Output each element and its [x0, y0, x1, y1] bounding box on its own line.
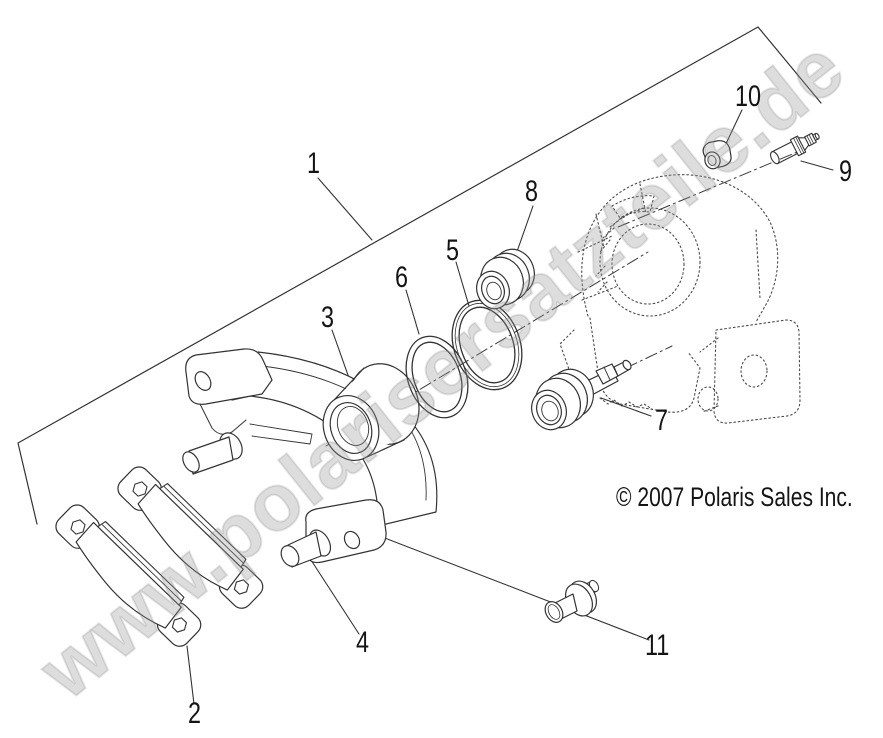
callout-8: 8: [525, 175, 539, 208]
mount-bolt-boot: [531, 359, 632, 431]
bleeder-screw: [770, 132, 820, 165]
callout-7: 7: [655, 404, 669, 437]
callout-5: 5: [446, 234, 460, 267]
callout-3: 3: [321, 301, 335, 334]
callout-1: 1: [307, 147, 321, 180]
explosion-axis: [325, 149, 803, 447]
callout-6: 6: [395, 261, 409, 294]
bleeder-cap: [702, 140, 732, 170]
callout-2: 2: [188, 697, 202, 730]
seal-ring: [451, 299, 523, 391]
mount-bracket: [182, 348, 438, 568]
mount-bolt: [544, 579, 600, 623]
piston-boot: [476, 248, 535, 310]
assembly-bracket-line: [17, 26, 822, 525]
callout-9: 9: [839, 155, 853, 188]
piston: [322, 363, 420, 461]
callout-4: 4: [356, 626, 370, 659]
copyright-text: © 2007 Polaris Sales Inc.: [616, 482, 853, 512]
callout-11: 11: [645, 629, 670, 662]
callout-10: 10: [735, 80, 762, 113]
leader-lines: [186, 109, 834, 705]
